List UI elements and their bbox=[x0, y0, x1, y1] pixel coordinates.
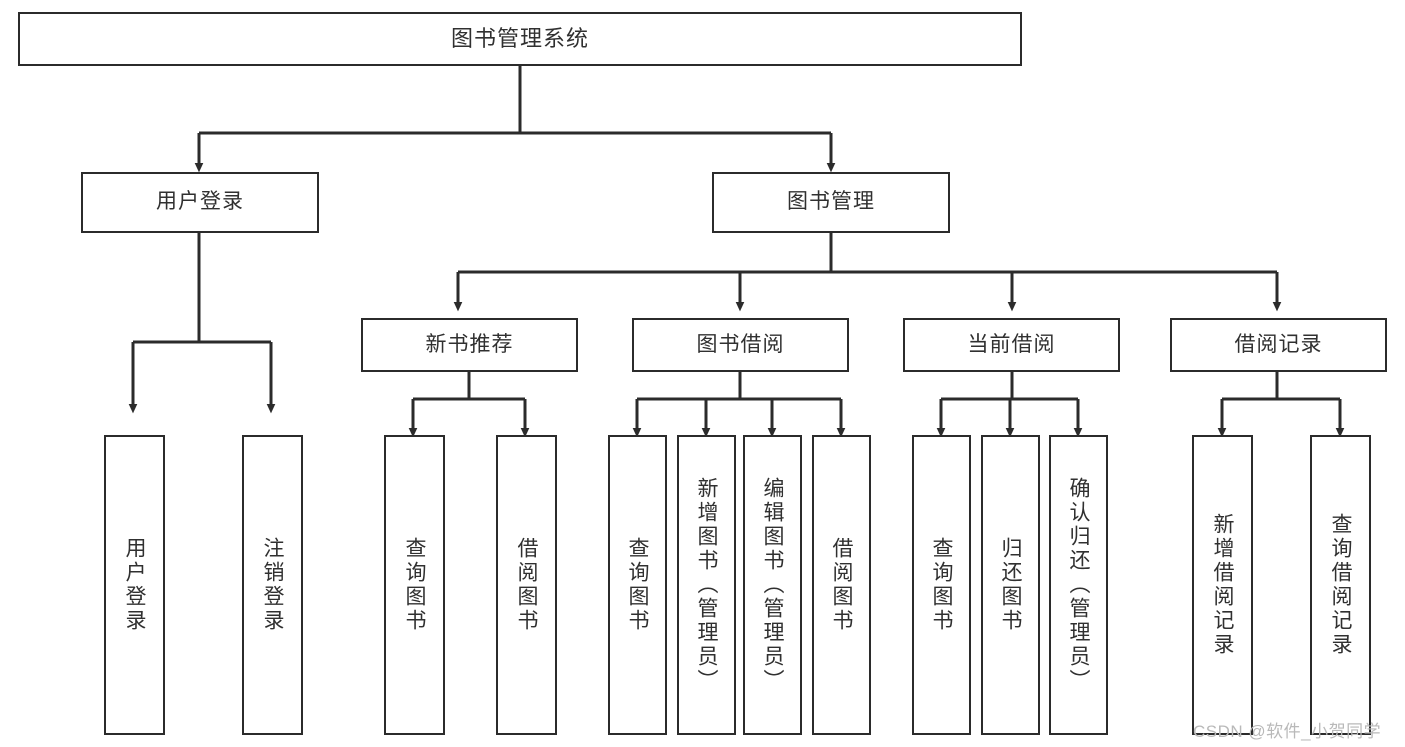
leaf-recommend-query-book[interactable]: 查询图书 bbox=[384, 435, 445, 735]
node-label: 用户登录 bbox=[123, 537, 146, 633]
node-label: 用户登录 bbox=[156, 190, 244, 214]
node-current-borrow[interactable]: 当前借阅 bbox=[903, 318, 1120, 372]
node-label: 借阅图书 bbox=[515, 537, 538, 633]
node-label: 查询图书 bbox=[626, 537, 649, 633]
node-book-borrow[interactable]: 图书借阅 bbox=[632, 318, 849, 372]
node-borrow-record[interactable]: 借阅记录 bbox=[1170, 318, 1387, 372]
leaf-current-query-book[interactable]: 查询图书 bbox=[912, 435, 971, 735]
leaf-borrow-borrow-book[interactable]: 借阅图书 bbox=[812, 435, 871, 735]
node-label: 当前借阅 bbox=[967, 332, 1056, 356]
leaf-logout[interactable]: 注销登录 bbox=[242, 435, 303, 735]
node-label: 新书推荐 bbox=[425, 332, 514, 356]
node-label: 注销登录 bbox=[261, 537, 284, 633]
leaf-borrow-add-book-admin[interactable]: 新增图书（管理员） bbox=[677, 435, 736, 735]
node-user-login[interactable]: 用户登录 bbox=[81, 172, 319, 233]
node-label: 借阅图书 bbox=[830, 537, 853, 633]
node-book-management[interactable]: 图书管理 bbox=[712, 172, 950, 233]
node-root-system[interactable]: 图书管理系统 bbox=[18, 12, 1022, 66]
node-label: 图书管理 bbox=[787, 190, 875, 214]
node-label: 查询图书 bbox=[930, 537, 953, 633]
node-label: 确认归还（管理员） bbox=[1067, 477, 1090, 693]
node-label: 图书管理系统 bbox=[450, 26, 589, 52]
leaf-record-query-borrow-record[interactable]: 查询借阅记录 bbox=[1310, 435, 1371, 735]
leaf-current-return-book[interactable]: 归还图书 bbox=[981, 435, 1040, 735]
leaf-user-login[interactable]: 用户登录 bbox=[104, 435, 165, 735]
node-new-book-recommend[interactable]: 新书推荐 bbox=[361, 318, 578, 372]
leaf-borrow-query-book[interactable]: 查询图书 bbox=[608, 435, 667, 735]
leaf-recommend-borrow-book[interactable]: 借阅图书 bbox=[496, 435, 557, 735]
csdn-watermark: CSDN @软件_小贺同学 bbox=[1193, 722, 1382, 741]
node-label: 新增借阅记录 bbox=[1211, 513, 1234, 657]
leaf-current-confirm-return-admin[interactable]: 确认归还（管理员） bbox=[1049, 435, 1108, 735]
node-label: 查询借阅记录 bbox=[1329, 513, 1352, 657]
node-label: 图书借阅 bbox=[696, 332, 785, 356]
leaf-record-add-borrow-record[interactable]: 新增借阅记录 bbox=[1192, 435, 1253, 735]
node-label: 新增图书（管理员） bbox=[695, 477, 718, 693]
node-label: 编辑图书（管理员） bbox=[761, 477, 784, 693]
node-label: 借阅记录 bbox=[1234, 332, 1323, 356]
node-label: 归还图书 bbox=[999, 537, 1022, 633]
leaf-borrow-edit-book-admin[interactable]: 编辑图书（管理员） bbox=[743, 435, 802, 735]
node-label: 查询图书 bbox=[403, 537, 426, 633]
